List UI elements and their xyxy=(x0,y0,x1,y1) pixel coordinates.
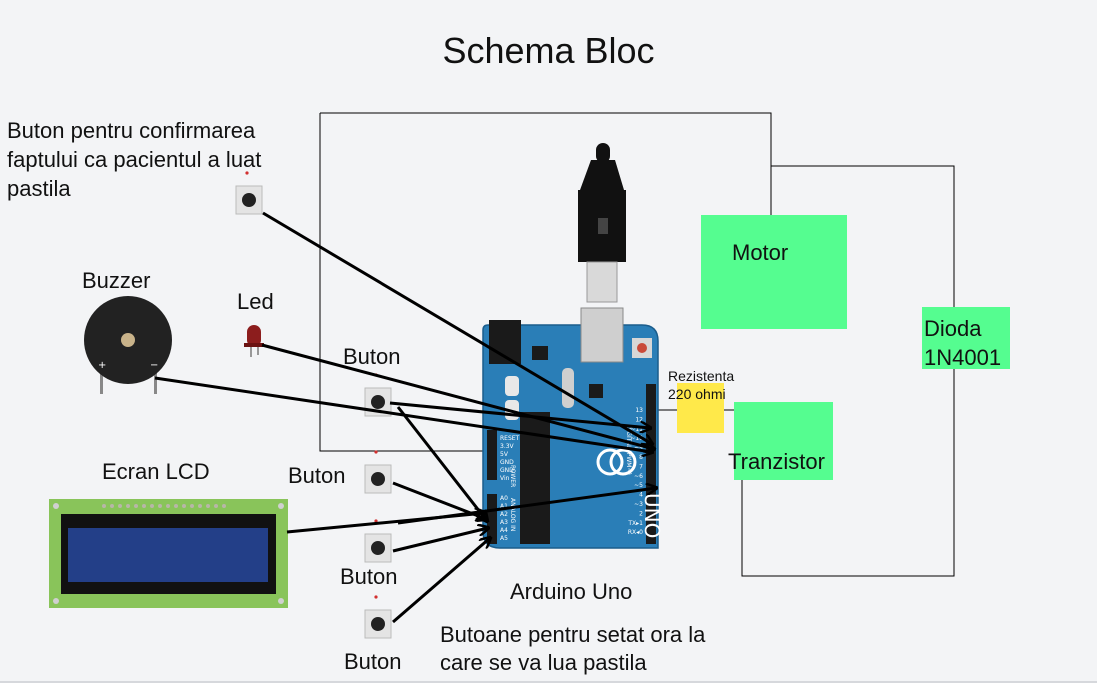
analog-pin-label-3: A3 xyxy=(500,519,508,526)
resistor-block xyxy=(677,383,724,433)
lcd-component xyxy=(49,499,288,608)
digital-pin-label-8: ~5 xyxy=(634,482,643,489)
digital-pin-label-13: RX◂0 xyxy=(628,529,643,536)
digital-pin-label-10: ~3 xyxy=(634,501,643,508)
lcd-pins xyxy=(102,504,226,508)
led-label: Led xyxy=(237,289,274,314)
circuit-wires xyxy=(319,112,955,577)
svg-text:+: + xyxy=(98,360,106,371)
digital-pin-label-2: ~11 xyxy=(630,426,643,433)
signal-arrows xyxy=(154,211,656,624)
motor-block: Motor xyxy=(701,215,847,329)
resistor-label-line2: 220 ohmi xyxy=(668,386,726,402)
push-buttons xyxy=(235,171,392,639)
set-buttons-label-line2: care se va lua pastila xyxy=(440,650,647,675)
set-buttons-label-line1: Butoane pentru setat ora la xyxy=(440,622,706,647)
button2-label: Buton xyxy=(288,463,346,488)
digital-pin-label-3: ~10 xyxy=(630,435,643,442)
button4-label: Buton xyxy=(344,649,402,674)
power-label: POWER xyxy=(509,465,516,487)
digital-pin-label-6: 7 xyxy=(639,463,643,470)
svg-text:−: − xyxy=(150,360,158,371)
motor-label: Motor xyxy=(732,240,789,265)
diode-label-line2: 1N4001 xyxy=(924,345,1002,370)
button1-label: Buton xyxy=(343,344,401,369)
diagram-title: Schema Bloc xyxy=(442,30,655,71)
power-pin-label-5: Vin xyxy=(500,475,510,482)
analog-pin-label-4: A4 xyxy=(500,527,508,534)
button3-label: Buton xyxy=(340,564,398,589)
power-pin-label-0: RESET xyxy=(500,435,520,442)
digital-pin-label-7: ~6 xyxy=(634,473,643,480)
transistor-label: Tranzistor xyxy=(728,449,825,474)
confirm-button-label-line2: faptului ca pacientul a luat xyxy=(7,147,262,172)
push-button-3 xyxy=(364,450,392,494)
push-button-1 xyxy=(235,171,263,215)
digital-pin-label-1: 12 xyxy=(635,416,643,423)
confirm-button-label-line3: pastila xyxy=(7,176,71,201)
analog-pin-label-1: A1 xyxy=(500,503,508,510)
led-component xyxy=(244,325,264,357)
push-button-4 xyxy=(364,519,392,563)
digital-pin-label-0: 13 xyxy=(635,407,643,414)
push-button-5 xyxy=(364,595,392,639)
diode-block: Dioda 1N4001 xyxy=(922,307,1010,370)
board-brand: UNO xyxy=(640,493,664,538)
analog-label: ANALOG IN xyxy=(509,498,516,531)
buzzer-label: Buzzer xyxy=(82,268,151,293)
lcd-label: Ecran LCD xyxy=(102,459,210,484)
power-pin-label-2: 5V xyxy=(500,451,509,458)
digital-pin-label-4: ~9 xyxy=(634,445,643,452)
digital-pin-label-12: TX▸1 xyxy=(627,520,643,527)
power-pin-label-4: GND xyxy=(500,467,514,474)
diode-label-line1: Dioda xyxy=(924,316,982,341)
digital-pin-labels: 13 12 ~11 ~10 ~9 8 7 ~6 ~5 4 ~3 2TX▸1RX◂0 xyxy=(627,407,643,536)
resistor-label-line1: Rezistenta xyxy=(668,368,735,384)
analog-pin-label-2: A2 xyxy=(500,511,508,518)
bottom-rule xyxy=(0,681,1097,683)
transistor-block: Tranzistor xyxy=(728,402,833,480)
power-pin-label-1: 3.3V xyxy=(500,443,515,450)
digital-pin-label-5: 8 xyxy=(639,454,643,461)
arduino-label: Arduino Uno xyxy=(510,579,633,604)
confirm-button-label-line1: Buton pentru confirmarea xyxy=(7,118,256,143)
analog-pin-label-0: A0 xyxy=(500,495,508,502)
digital-pin-label-11: 2 xyxy=(639,510,643,517)
power-pin-label-3: GND xyxy=(500,459,514,466)
analog-pin-label-5: A5 xyxy=(500,535,508,542)
digital-pin-label-9: 4 xyxy=(639,492,643,499)
